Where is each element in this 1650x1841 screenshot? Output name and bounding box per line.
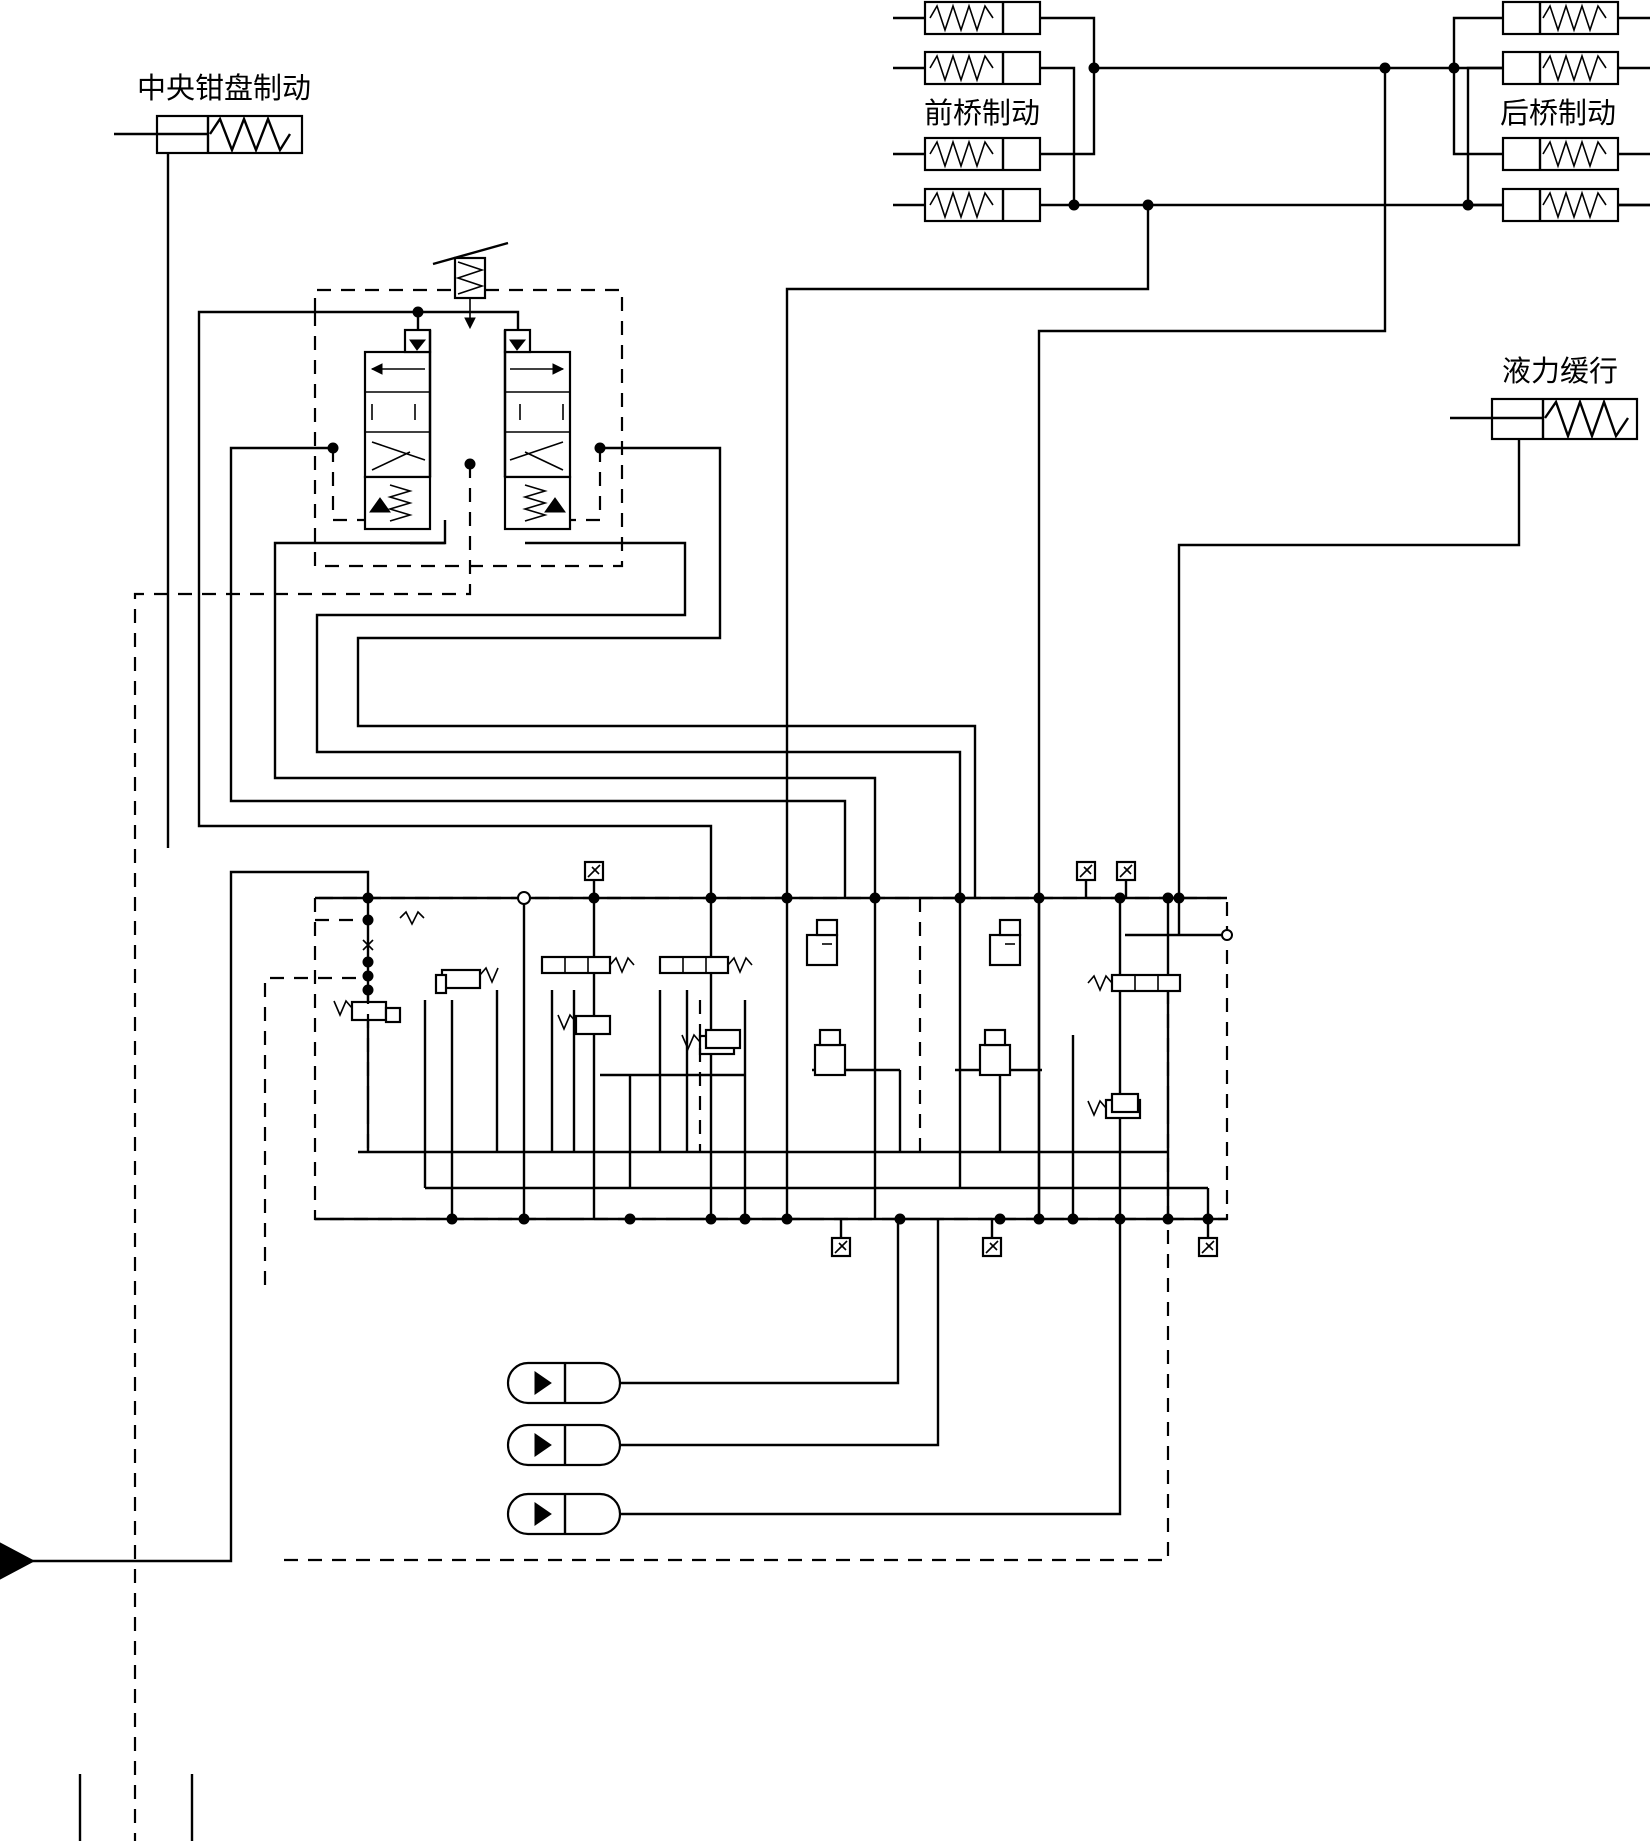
check-valve-icon xyxy=(805,918,839,967)
accumulator-icon xyxy=(506,1219,940,1467)
check-valve-icon xyxy=(988,918,1022,967)
central-disc-brake-label: 中央钳盘制动 xyxy=(137,71,311,105)
central-disc-brake-cylinder-icon xyxy=(114,114,304,848)
relief-valve-icon xyxy=(1087,1092,1142,1120)
rear-axle-brake-label: 后桥制动 xyxy=(1500,96,1616,130)
solenoid-valve-icon xyxy=(658,955,753,975)
front-axle-brake-label: 前桥制动 xyxy=(924,96,1040,130)
dual-brake-valve-icon xyxy=(133,241,624,1841)
pressure-switch-icon xyxy=(1115,860,1137,898)
pressure-source-triangle-icon xyxy=(0,1542,36,1580)
valve-manifold-block xyxy=(263,860,1233,1562)
pressure-switch-icon xyxy=(1197,1219,1219,1258)
check-valve-icon xyxy=(978,1028,1012,1077)
relief-valve-icon xyxy=(434,966,499,995)
hydraulic-retarder-label: 液力缓行 xyxy=(1502,354,1618,388)
relief-valve-icon xyxy=(557,1013,612,1036)
pressure-switch-icon xyxy=(981,1219,1003,1258)
pressure-switch-icon xyxy=(583,860,605,898)
solenoid-valve-icon xyxy=(540,955,635,975)
solenoid-valve-icon xyxy=(1087,973,1182,993)
rear-axle-brake-cylinders xyxy=(1448,0,1650,223)
hydraulic-retarder-cylinder-icon xyxy=(1177,397,1639,898)
pressure-switch-icon xyxy=(830,1219,852,1258)
check-valve-icon xyxy=(813,1028,847,1077)
orifice-icon xyxy=(362,910,425,951)
tank-icon xyxy=(78,1774,194,1841)
pressure-switch-icon xyxy=(1075,860,1097,898)
accumulator-icon xyxy=(506,1219,1122,1536)
accumulator-icon xyxy=(506,1219,900,1405)
relief-valve-icon xyxy=(681,1028,742,1056)
